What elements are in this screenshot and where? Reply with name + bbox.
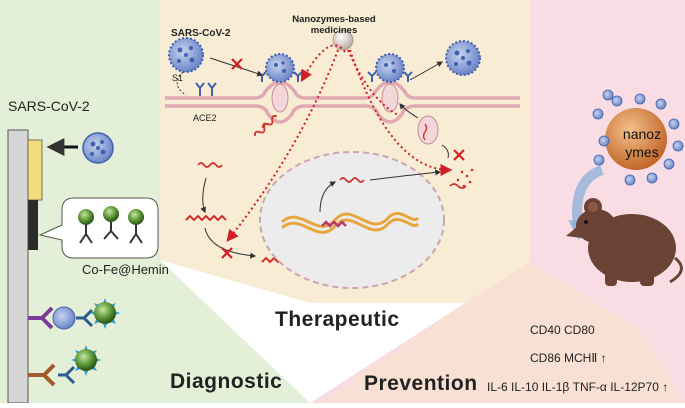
vesicle xyxy=(417,115,439,145)
virus-icon xyxy=(375,53,405,83)
co-fe-hemin-label: Co-Fe@Hemin xyxy=(82,262,169,277)
prevention-title: Prevention xyxy=(364,372,478,395)
nanozymes-medicines-label: Nanozymes-based medicines xyxy=(292,14,376,36)
dsrna-strand xyxy=(185,214,227,222)
prevention-triangle xyxy=(320,262,685,403)
translation-arrow xyxy=(369,169,442,181)
mouse-icon xyxy=(566,198,683,286)
inhibit-x-icon xyxy=(231,58,243,70)
mrna-strand xyxy=(339,177,365,183)
antibody-icon xyxy=(78,206,144,244)
virus-icon xyxy=(445,40,481,76)
therapeutic-title: Therapeutic xyxy=(275,308,400,331)
rna-strand xyxy=(197,162,223,168)
inhibit-x-icon xyxy=(453,149,465,161)
markers-line-2: CD86 MCHⅡ ↑ xyxy=(530,351,607,365)
nanozyme-particle-icon xyxy=(332,29,354,51)
cell-membrane-inner xyxy=(165,104,520,124)
test-line-complex xyxy=(28,298,120,330)
virus-icon xyxy=(168,37,204,73)
release-arrow xyxy=(409,61,444,81)
nanozyme-particle-icon xyxy=(605,108,667,170)
rna-fragment xyxy=(449,183,467,189)
inhibit-path-entry xyxy=(300,44,346,83)
inhibit-path-endosome xyxy=(347,49,399,116)
sars-cov2-label: SARS-CoV-2 xyxy=(8,98,90,114)
conjugate-pad xyxy=(28,200,38,250)
transcription-arrow xyxy=(204,227,257,259)
s1-binding-dotted xyxy=(176,71,187,96)
vesicle-rna xyxy=(422,123,428,141)
endosome xyxy=(271,83,289,113)
host-dna-2 xyxy=(280,218,420,234)
s1-label: S1 xyxy=(172,73,184,83)
endosome-2 xyxy=(381,83,399,113)
diagnostic-title: Diagnostic xyxy=(170,370,283,393)
inhibit-path-assembly xyxy=(349,49,453,176)
integrated-rna xyxy=(321,220,347,228)
cell-membrane-icon xyxy=(165,80,520,100)
viral-rna-icon-2 xyxy=(254,123,270,137)
markers-line-1: CD40 CD80 xyxy=(530,323,595,337)
nanozymes-label: nanoz ymes xyxy=(622,126,662,160)
ace2-label: ACE2 xyxy=(193,113,217,123)
virus-icon xyxy=(82,132,114,164)
budding-arrow xyxy=(399,103,419,119)
sample-pad xyxy=(27,139,43,201)
export-arrow xyxy=(319,181,337,213)
viral-rna-icon xyxy=(262,115,278,129)
control-line-complex xyxy=(28,345,101,387)
callout-box xyxy=(38,197,159,259)
small-virus-cluster xyxy=(592,89,684,186)
test-strip xyxy=(7,129,29,404)
delivery-arrow xyxy=(572,165,604,229)
replication-arrow xyxy=(200,177,207,214)
inhibit-x-icon xyxy=(221,247,233,259)
sars-cov2-virus-label: SARS-CoV-2 xyxy=(171,28,231,39)
markers-line-3: IL-6 IL-10 IL-1β TNF-α IL-12P70 ↑ xyxy=(487,380,669,394)
virus-icon xyxy=(265,53,295,83)
host-dna xyxy=(280,212,420,228)
vesicle-arrow xyxy=(441,144,449,159)
inhibit-path-rna xyxy=(226,49,339,242)
